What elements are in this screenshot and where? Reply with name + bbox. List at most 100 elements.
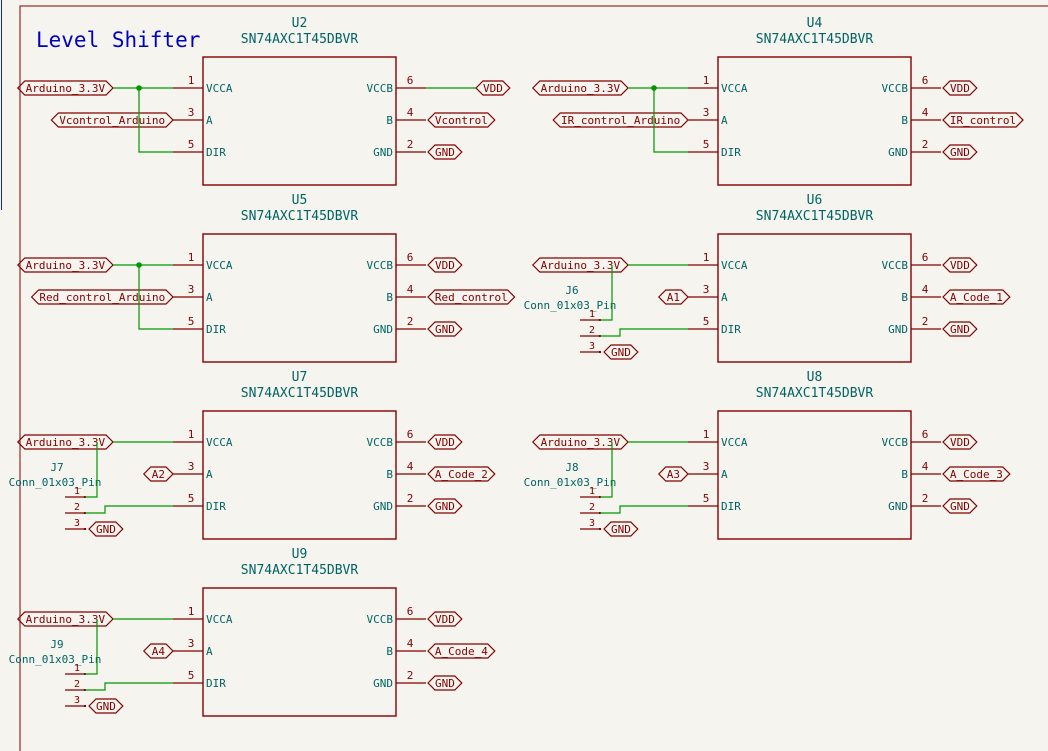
pin-vccb-number: 6: [407, 605, 414, 618]
chip-ref-u9: U9: [292, 547, 308, 562]
connector-ref: J8: [565, 461, 578, 474]
label-b-outline: [942, 112, 1024, 128]
pin-a-name: A: [721, 114, 728, 127]
pin-a-name: A: [206, 645, 213, 658]
pin-vcca-number: 1: [703, 428, 710, 441]
chip-body: [202, 410, 397, 540]
label-a: A4: [152, 645, 166, 658]
label-vccb: VDD: [950, 82, 970, 95]
label-vccb-outline: [427, 257, 463, 273]
pin-a-name: A: [206, 468, 213, 481]
chip-part-number: SN74AXC1T45DBVR: [756, 32, 874, 47]
pin-dir-number: 5: [703, 138, 710, 151]
label-vccb: VDD: [435, 613, 455, 626]
pin-vcca-name: VCCA: [721, 82, 748, 95]
label-a-outline: [142, 643, 174, 659]
chip-body: [202, 56, 397, 186]
label-b-outline: [942, 289, 1011, 305]
label-vcca: Arduino_3.3V: [26, 613, 106, 626]
pin-b-number: 4: [922, 460, 929, 473]
connector-gnd-label: GND: [611, 523, 631, 536]
level-shifter-u6: U6SN74AXC1T45DBVR1VCCA3A5DIR6VCCB4B2GNDV…: [524, 193, 1011, 363]
pin-gnd-number: 2: [407, 492, 414, 505]
label-gnd-outline: [942, 144, 978, 160]
pin-vccb-name: VCCB: [367, 259, 394, 272]
pin-vcca-name: VCCA: [206, 436, 233, 449]
pin-gnd-number: 2: [922, 315, 929, 328]
pin-gnd-name: GND: [888, 323, 908, 336]
label-vccb-outline: [427, 611, 463, 627]
pin-dir-name: DIR: [721, 146, 741, 159]
pin-vccb-number: 6: [922, 74, 929, 87]
pin-dir-number: 5: [188, 138, 195, 151]
pin-gnd-number: 2: [407, 315, 414, 328]
pin-b-name: B: [901, 468, 908, 481]
pin-dir-name: DIR: [206, 323, 226, 336]
pin-a-number: 3: [188, 106, 195, 119]
pin-vcca-number: 1: [188, 428, 195, 441]
pin-dir-name: DIR: [721, 323, 741, 336]
label-vccb-outline: [475, 80, 511, 96]
pin-dir-name: DIR: [206, 677, 226, 690]
pin-b-name: B: [386, 468, 393, 481]
connector-ref: J6: [565, 284, 578, 297]
label-vccb: VDD: [950, 259, 970, 272]
connector-pin-end: [599, 528, 601, 530]
label-vcca: Arduino_3.3V: [541, 259, 621, 272]
label-b: A_Code_4: [435, 645, 488, 658]
label-gnd-outline: [427, 675, 463, 691]
label-vcca: Arduino_3.3V: [26, 82, 106, 95]
label-a-outline: [50, 112, 174, 128]
junction-dot: [651, 85, 657, 91]
pin-a-number: 3: [703, 283, 710, 296]
pin-b-name: B: [386, 114, 393, 127]
wire-conn-pin2: [600, 328, 688, 337]
pin-b-name: B: [901, 114, 908, 127]
label-gnd: GND: [950, 500, 970, 513]
chip-part-number: SN74AXC1T45DBVR: [756, 386, 874, 401]
pin-a-number: 3: [188, 637, 195, 650]
connector-ref: J9: [50, 638, 63, 651]
pin-vcca-number: 1: [188, 605, 195, 618]
connector-pin-2-number: 2: [74, 679, 80, 690]
pin-vccb-name: VCCB: [882, 436, 909, 449]
level-shifter-u5: U5SN74AXC1T45DBVR1VCCA3A5DIR6VCCB4B2GNDV…: [16, 193, 516, 363]
pin-vccb-name: VCCB: [367, 436, 394, 449]
level-shifter-blocks: U2SN74AXC1T45DBVR1VCCA3A5DIR6VCCB4B2GNDV…: [9, 16, 1024, 717]
wire-conn-pin2: [600, 505, 688, 514]
pin-b-number: 4: [407, 283, 414, 296]
pin-vcca-number: 1: [703, 251, 710, 264]
connector-value: Conn_01x03_Pin: [9, 476, 102, 489]
connector-pin-3-number: 3: [74, 695, 80, 706]
sheet-title: Level Shifter: [36, 28, 200, 52]
label-a: IR_control_Arduino: [561, 114, 680, 127]
pin-vcca-number: 1: [188, 74, 195, 87]
label-vccb: VDD: [483, 82, 503, 95]
pin-vccb-name: VCCB: [367, 613, 394, 626]
label-b: A_Code_1: [950, 291, 1003, 304]
label-b: A_Code_3: [950, 468, 1003, 481]
level-shifter-u7: U7SN74AXC1T45DBVR1VCCA3A5DIR6VCCB4B2GNDV…: [9, 370, 496, 540]
pin-a-name: A: [206, 114, 213, 127]
chip-part-number: SN74AXC1T45DBVR: [756, 209, 874, 224]
label-b-outline: [942, 466, 1011, 482]
wire-dir: [138, 88, 173, 153]
chip-part-number: SN74AXC1T45DBVR: [241, 386, 359, 401]
pin-a-number: 3: [188, 283, 195, 296]
pin-vccb-name: VCCB: [882, 82, 909, 95]
connector-pin-end: [84, 528, 86, 530]
label-a-outline: [657, 466, 689, 482]
label-gnd-outline: [427, 498, 463, 514]
pin-gnd-number: 2: [922, 138, 929, 151]
label-vccb-outline: [942, 434, 978, 450]
pin-vccb-number: 6: [407, 74, 414, 87]
junction-dot: [136, 262, 142, 268]
wire-conn-pin1: [600, 265, 613, 321]
chip-ref-u2: U2: [292, 16, 308, 31]
pin-gnd-number: 2: [407, 669, 414, 682]
chip-part-number: SN74AXC1T45DBVR: [241, 32, 359, 47]
pin-b-number: 4: [407, 460, 414, 473]
chip-body: [717, 410, 912, 540]
label-gnd-outline: [942, 498, 978, 514]
pin-vccb-name: VCCB: [367, 82, 394, 95]
